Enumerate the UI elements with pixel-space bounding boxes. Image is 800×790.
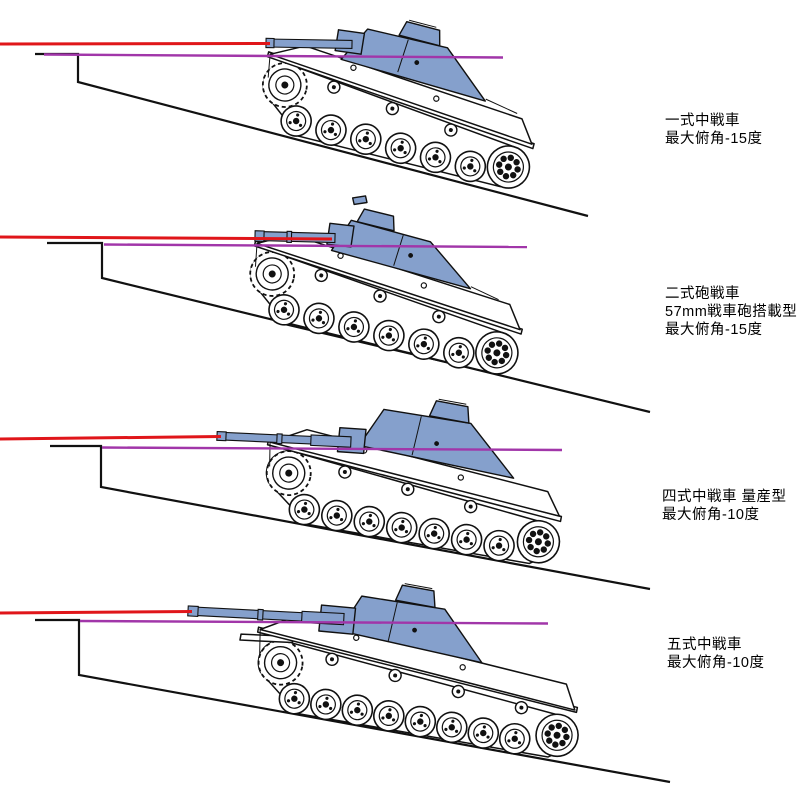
gun-barrel: [265, 37, 353, 50]
section-type3: [0, 398, 651, 591]
hatch-lid: [351, 195, 368, 206]
label-line: 一式中戦車: [665, 113, 740, 129]
cupola: [398, 20, 441, 47]
turret: [326, 195, 499, 301]
label-line: 最大俯角-10度: [667, 655, 765, 671]
cupola: [356, 208, 395, 232]
section-type2: [0, 195, 651, 414]
tank-illustration-type1: [250, 19, 558, 196]
cupola: [428, 400, 470, 424]
label-line: 57mm戦車砲搭載型: [665, 304, 798, 320]
horizon-line: [43, 53, 504, 59]
gun-depression-line: [0, 435, 222, 441]
horizon-line: [103, 243, 528, 249]
gun-depression-line: [0, 235, 333, 241]
label-type1: 一式中戦車 最大俯角-15度: [665, 112, 762, 148]
tank-illustration-type4: [254, 398, 581, 571]
gun-barrel: [216, 430, 352, 448]
gun-depression-line: [0, 42, 271, 46]
label-type4: 四式中戦車 量産型 最大俯角-10度: [662, 488, 787, 524]
slope-profile: [35, 618, 671, 784]
slope-profile: [47, 241, 651, 414]
label-line: 最大俯角-10度: [662, 507, 760, 523]
section-type4: [0, 583, 671, 784]
horizon-line: [101, 446, 563, 452]
label-line: 四式中戦車 量産型: [662, 489, 787, 505]
cupola: [394, 584, 436, 609]
label-line: 五式中戦車: [667, 637, 742, 653]
label-line: 最大俯角-15度: [665, 322, 763, 338]
label-type5: 五式中戦車 最大俯角-10度: [667, 636, 764, 672]
gun-depression-line: [0, 610, 193, 615]
tank-illustration-type2: [238, 195, 546, 381]
section-type1: [0, 19, 589, 218]
label-line: 最大俯角-15度: [665, 131, 763, 147]
slope-profile: [50, 444, 651, 591]
tank-illustration-type5: [229, 583, 600, 764]
horizon-line: [79, 619, 549, 625]
label-type2: 二式砲戦車 57mm戦車砲搭載型 最大俯角-15度: [665, 285, 797, 339]
label-line: 二式砲戦車: [665, 286, 740, 302]
